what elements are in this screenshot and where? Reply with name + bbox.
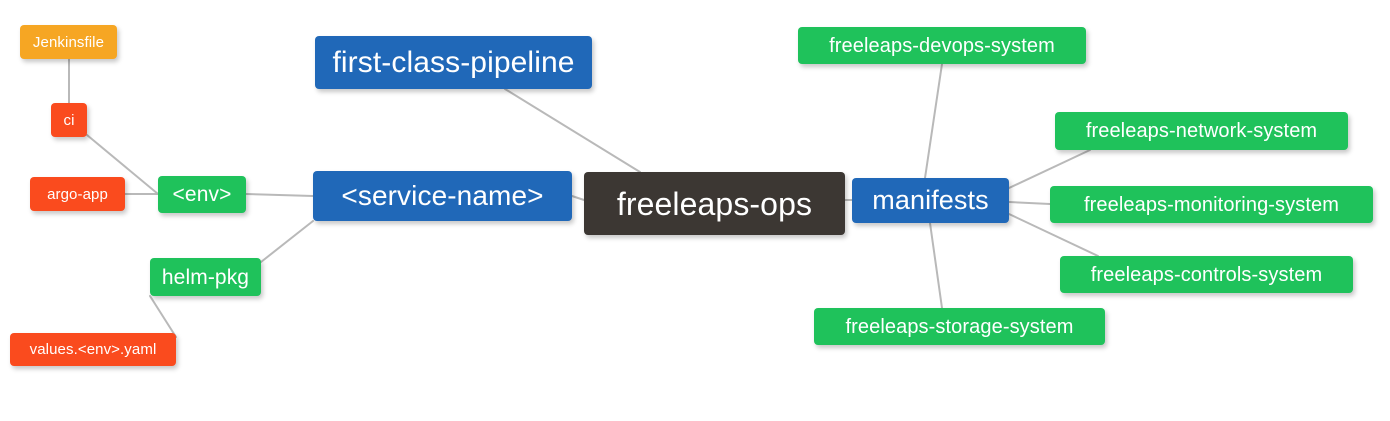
node-label-freeleaps-devops-system: freeleaps-devops-system <box>829 34 1055 57</box>
node-freeleaps-controls-system[interactable]: freeleaps-controls-system <box>1060 256 1353 293</box>
node-freeleaps-ops[interactable]: freeleaps-ops <box>584 172 845 235</box>
edge-manifests-to-freeleaps-monitoring-system <box>1008 201 1051 205</box>
node-freeleaps-devops-system[interactable]: freeleaps-devops-system <box>798 27 1086 64</box>
node-env[interactable]: <env> <box>158 176 246 213</box>
node-label-freeleaps-network-system: freeleaps-network-system <box>1085 120 1318 142</box>
edge-manifests-to-freeleaps-devops-system <box>924 63 943 179</box>
edge-manifests-to-freeleaps-storage-system <box>929 222 943 309</box>
edge-manifests-to-freeleaps-network-system <box>1008 149 1091 189</box>
node-label-manifests: manifests <box>872 185 989 215</box>
node-label-freeleaps-controls-system: freeleaps-controls-system <box>1090 263 1323 286</box>
node-label-env: <env> <box>172 183 232 206</box>
node-label-values-yaml: values.<env>.yaml <box>29 341 157 358</box>
node-helm-pkg[interactable]: helm-pkg <box>150 258 261 296</box>
node-label-first-class-pipeline: first-class-pipeline <box>332 45 575 79</box>
edge-service-name-to-helm-pkg <box>260 220 314 263</box>
edge-first-class-pipeline-to-freeleaps-ops <box>504 88 641 173</box>
node-label-freeleaps-monitoring-system: freeleaps-monitoring-system <box>1083 193 1339 216</box>
node-label-helm-pkg: helm-pkg <box>161 265 250 289</box>
edge-helm-pkg-to-values-yaml <box>149 295 177 338</box>
node-label-service-name: <service-name> <box>341 180 544 211</box>
node-argo-app[interactable]: argo-app <box>30 177 125 211</box>
node-freeleaps-storage-system[interactable]: freeleaps-storage-system <box>814 308 1105 345</box>
node-label-freeleaps-ops: freeleaps-ops <box>616 185 813 222</box>
node-service-name[interactable]: <service-name> <box>313 171 572 221</box>
edge-env-to-service-name <box>245 193 314 197</box>
node-ci[interactable]: ci <box>51 103 87 137</box>
node-manifests[interactable]: manifests <box>852 178 1009 223</box>
node-first-class-pipeline[interactable]: first-class-pipeline <box>315 36 592 89</box>
node-label-ci: ci <box>63 111 75 129</box>
node-freeleaps-network-system[interactable]: freeleaps-network-system <box>1055 112 1348 150</box>
node-values-yaml[interactable]: values.<env>.yaml <box>10 333 176 366</box>
node-label-jenkinsfile: Jenkinsfile <box>32 33 105 51</box>
node-jenkinsfile[interactable]: Jenkinsfile <box>20 25 117 59</box>
node-label-argo-app: argo-app <box>47 185 108 203</box>
edge-service-name-to-freeleaps-ops <box>571 195 585 201</box>
node-freeleaps-monitoring-system[interactable]: freeleaps-monitoring-system <box>1050 186 1373 223</box>
node-label-freeleaps-storage-system: freeleaps-storage-system <box>845 315 1074 338</box>
